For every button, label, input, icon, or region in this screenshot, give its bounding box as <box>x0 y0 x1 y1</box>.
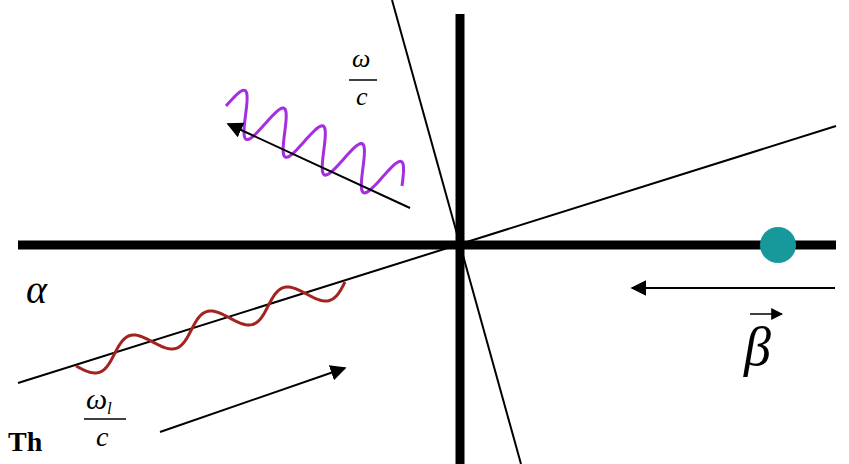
frequency-denominator: c <box>96 423 108 451</box>
vector-arrow <box>750 313 782 315</box>
scattered-direction-arrow <box>228 124 410 208</box>
vertical-axis <box>456 14 465 464</box>
scattered-line <box>392 0 521 464</box>
frequency-numerator: ω <box>86 384 107 414</box>
angle-symbol: α <box>26 270 47 310</box>
incidence-line <box>18 126 836 383</box>
subscript: l <box>107 400 112 417</box>
laser-photon-wave <box>76 282 345 373</box>
frequency-numerator: ω <box>352 46 370 72</box>
velocity-arrow <box>632 287 835 289</box>
laser-direction-arrow <box>160 368 345 432</box>
fraction-bar <box>84 418 126 420</box>
scattered-photon-wave <box>226 90 404 193</box>
frequency-denominator: c <box>356 84 368 110</box>
fraction-bar <box>349 79 377 81</box>
electron-dot <box>760 227 796 263</box>
cropped-heading: Th <box>8 428 42 456</box>
velocity-symbol: β <box>744 320 771 374</box>
horizontal-axis <box>18 241 836 250</box>
